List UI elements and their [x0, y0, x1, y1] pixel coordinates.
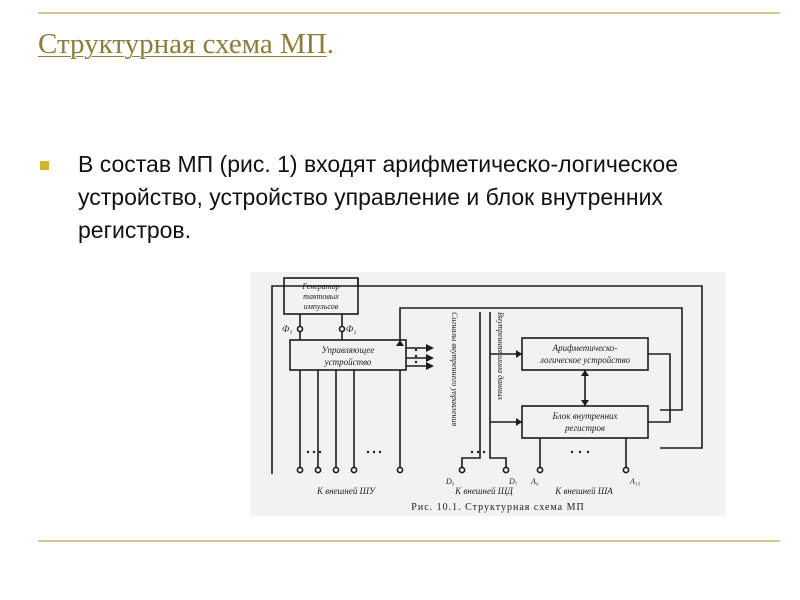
d7-label: D₇	[508, 477, 518, 486]
arrow-ctrl-3	[426, 362, 434, 370]
ext-address-bus-label: К внешней ША	[554, 486, 613, 496]
control-unit-box	[289, 339, 407, 371]
node-1	[296, 466, 304, 474]
data-bus-right	[489, 312, 507, 468]
control-label-1: Управляющее	[322, 345, 375, 355]
ext-control-bus-label: К внешней ШУ	[316, 486, 376, 496]
generator-label-3: импульсов	[304, 302, 339, 311]
a0-label: A₀	[530, 477, 539, 486]
slide-title-suffix: .	[326, 28, 334, 60]
data-bus-left	[461, 312, 481, 468]
d0-label: D₀	[445, 477, 455, 486]
top-rule	[38, 12, 780, 14]
right-loop	[648, 353, 671, 423]
slide-title-text: Структурная схема МП	[38, 28, 327, 60]
phi2-label: Ф₂	[346, 324, 356, 334]
node-4	[350, 466, 358, 474]
generator-box	[283, 277, 359, 315]
generator-label-2: тактовых	[303, 292, 339, 301]
arrow-ctrl-2	[426, 354, 434, 362]
phi1-label: Ф₁	[282, 324, 292, 334]
node-a15	[622, 466, 630, 474]
node-5	[396, 466, 404, 474]
arrow-reg-in	[516, 418, 522, 426]
bullet-marker	[40, 161, 49, 170]
data-bus-label: Внутренняя шина данных	[496, 312, 505, 401]
control-signals-label: Сигналы внутреннего управления	[450, 312, 459, 426]
phi1-node	[296, 325, 304, 333]
a15-label: A₁₅	[629, 477, 641, 486]
figure-caption: Рис. 10.1. Структурная схема МП	[411, 502, 584, 513]
alu-label-1: Арифметическо-	[552, 343, 618, 353]
arrow-alu-down	[581, 400, 589, 406]
node-a0	[536, 466, 544, 474]
generator-label-1: Генератор	[301, 282, 339, 291]
outer-frame	[271, 285, 703, 474]
arrow-alu-up	[581, 370, 589, 376]
registers-label-2: регистров	[564, 423, 605, 433]
node-d0	[458, 466, 466, 474]
arrow-ctrl-1	[426, 344, 434, 352]
registers-label-1: Блок внутренних	[551, 411, 617, 421]
node-d7	[502, 466, 510, 474]
bottom-rule	[38, 540, 780, 542]
ext-data-bus-label: К внешней ШД	[454, 486, 514, 496]
arrow-alu-in	[516, 350, 522, 358]
phi2-node	[338, 325, 346, 333]
slide-title: Структурная схема МП.	[38, 28, 334, 61]
diagram-svg: Генератор тактовых импульсов Ф₁ Ф₂ Управ…	[271, 277, 703, 513]
arrow-ctrl-feedback	[396, 340, 404, 346]
bullet-text: В состав МП (рис. 1) входят арифметическ…	[78, 151, 679, 243]
node-2	[314, 466, 322, 474]
control-feedback	[399, 307, 683, 411]
control-label-2: устройство	[324, 357, 372, 367]
node-3	[332, 466, 340, 474]
alu-label-2: логическое устройство	[539, 355, 631, 365]
structure-diagram: Генератор тактовых импульсов Ф₁ Ф₂ Управ…	[250, 272, 726, 516]
